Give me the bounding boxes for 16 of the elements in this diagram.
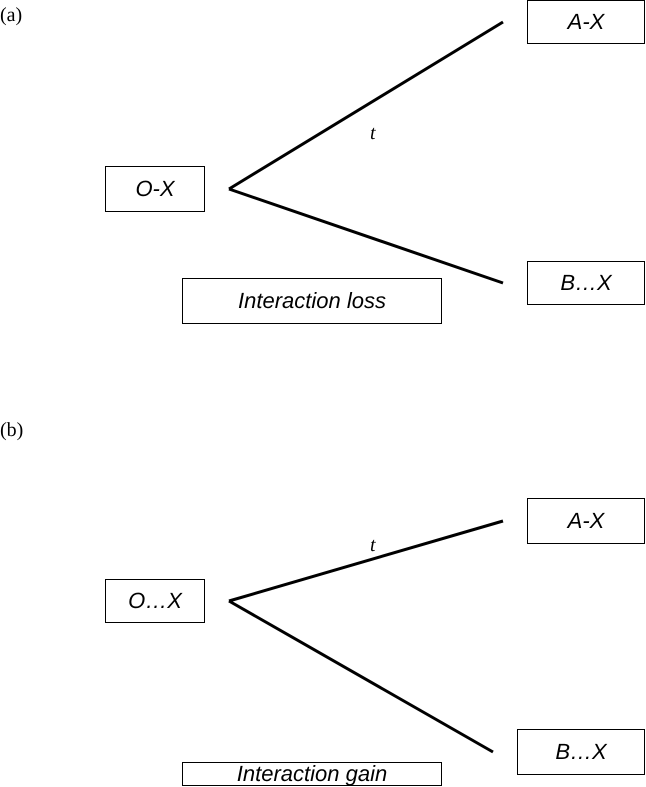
panel-label: (b) (0, 418, 24, 443)
text-box: B…X (527, 261, 645, 305)
edge-label: t (370, 533, 376, 558)
text-box: Interaction loss (182, 278, 442, 324)
connector-line (228, 520, 504, 602)
connector-line (228, 20, 504, 190)
text-box: Interaction gain (182, 762, 442, 786)
text-box: A-X (527, 498, 645, 544)
edge-label: t (370, 121, 376, 146)
connector-line (228, 600, 494, 754)
text-box: A-X (527, 0, 645, 44)
panel-label: (a) (0, 3, 22, 28)
text-box: O…X (105, 579, 205, 623)
connector-line (228, 188, 504, 284)
text-box: B…X (517, 729, 645, 775)
text-box: O-X (105, 166, 205, 212)
